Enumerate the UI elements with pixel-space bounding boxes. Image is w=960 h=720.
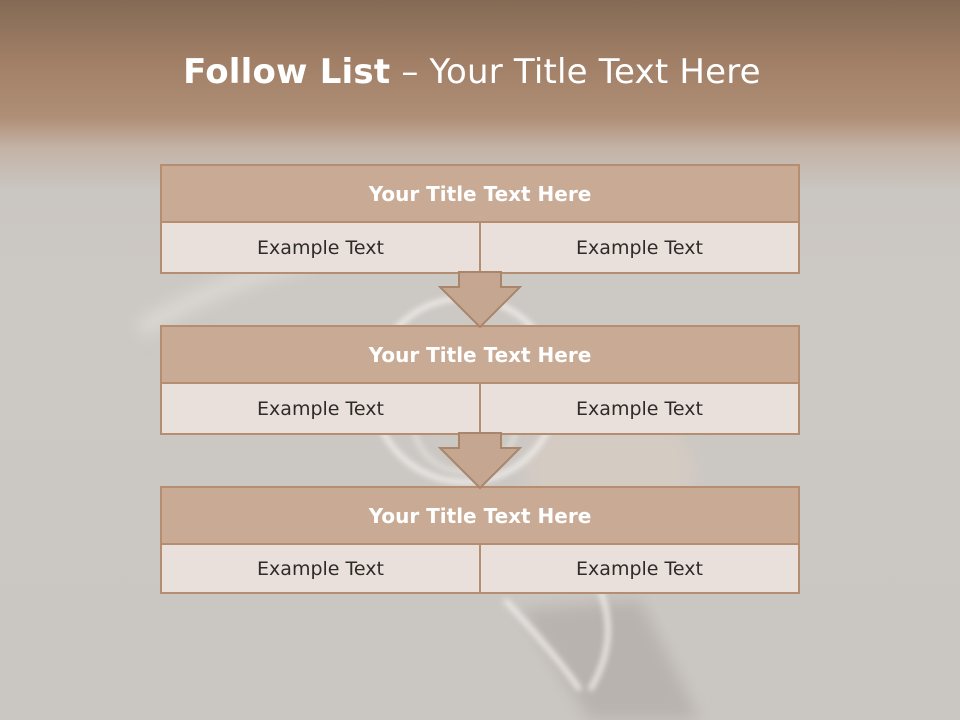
block-title: Your Title Text Here bbox=[162, 166, 798, 221]
block-row: Example Text Example Text bbox=[162, 223, 798, 272]
block-cell-left: Example Text bbox=[162, 545, 479, 592]
block-title: Your Title Text Here bbox=[162, 488, 798, 543]
block-cell-right: Example Text bbox=[481, 384, 798, 433]
block-cell-right: Example Text bbox=[481, 223, 798, 272]
down-arrow-icon bbox=[438, 432, 522, 490]
slide-title-separator: – bbox=[390, 52, 430, 92]
slide-title-bold: Follow List bbox=[183, 52, 391, 92]
list-block-2: Your Title Text Here Example Text Exampl… bbox=[160, 325, 800, 435]
block-row: Example Text Example Text bbox=[162, 545, 798, 592]
header-band bbox=[0, 0, 960, 190]
list-block-1: Your Title Text Here Example Text Exampl… bbox=[160, 164, 800, 274]
block-cell-left: Example Text bbox=[162, 384, 479, 433]
block-cell-right: Example Text bbox=[481, 545, 798, 592]
block-row: Example Text Example Text bbox=[162, 384, 798, 433]
slide-title: Follow List – Your Title Text Here bbox=[0, 52, 944, 92]
block-title: Your Title Text Here bbox=[162, 327, 798, 382]
list-block-3: Your Title Text Here Example Text Exampl… bbox=[160, 486, 800, 594]
down-arrow-icon bbox=[438, 271, 522, 329]
block-cell-left: Example Text bbox=[162, 223, 479, 272]
slide-title-rest: Your Title Text Here bbox=[429, 52, 761, 92]
